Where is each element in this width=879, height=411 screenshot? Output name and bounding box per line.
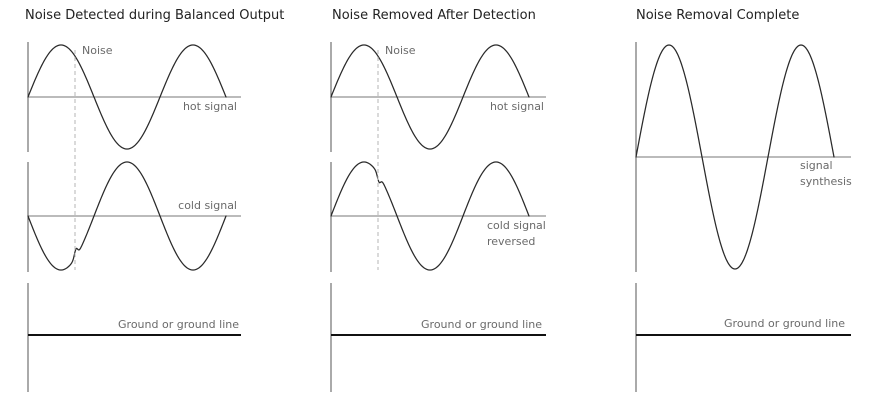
panel-3-ground-label: Ground or ground line <box>724 317 845 330</box>
panel-1-noise-label: Noise <box>82 44 113 57</box>
panel-2-title: Noise Removed After Detection <box>332 8 536 23</box>
panel-noise-removal-complete: Noise Removal Complete signal synthesis … <box>635 8 852 392</box>
panel-2-noise-label: Noise <box>385 44 416 57</box>
panel-2-cold-reversed-waveform <box>330 161 530 271</box>
panel-noise-detected: Noise Detected during Balanced Output No… <box>25 8 284 392</box>
panel-2-ground-label: Ground or ground line <box>421 318 542 331</box>
panel-1-hot-label: hot signal <box>183 100 237 113</box>
panel-3-synthesis-label: synthesis <box>800 175 852 188</box>
panel-noise-removed: Noise Removed After Detection Noise hot … <box>330 8 546 392</box>
panel-1-cold-label: cold signal <box>178 199 237 212</box>
panel-1-hot-waveform <box>27 44 227 150</box>
panel-2-reversed-label: reversed <box>487 235 535 248</box>
panel-1-ground-label: Ground or ground line <box>118 318 239 331</box>
panel-2-cold-label: cold signal <box>487 219 546 232</box>
panel-3-signal-label: signal <box>800 159 833 172</box>
panel-2-hot-waveform <box>330 44 530 150</box>
panel-3-synthesized-waveform <box>635 44 835 270</box>
panel-3-title: Noise Removal Complete <box>636 8 799 23</box>
panel-1-title: Noise Detected during Balanced Output <box>25 8 284 23</box>
panel-2-hot-label: hot signal <box>490 100 544 113</box>
panel-1-cold-waveform <box>27 161 227 271</box>
